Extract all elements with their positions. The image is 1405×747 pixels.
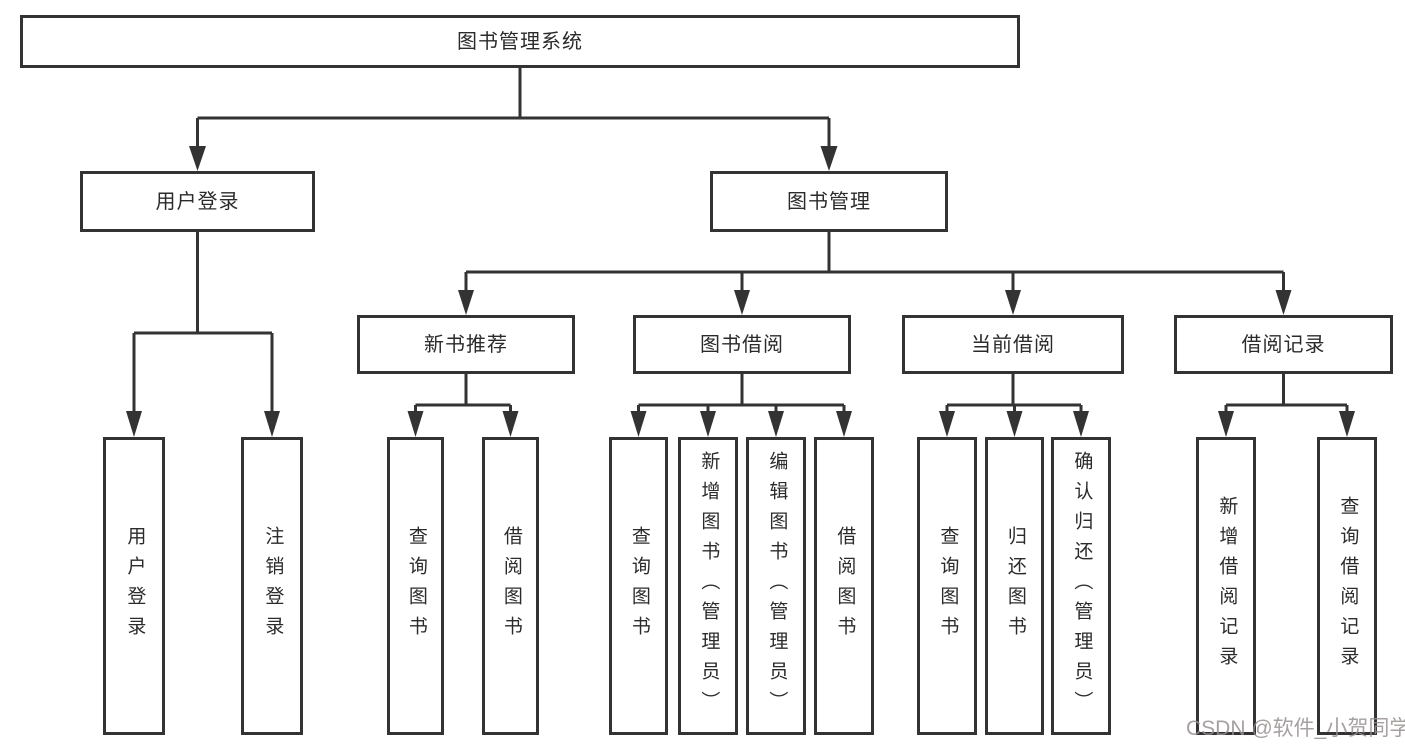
leaf-add-borrow-record: 新增借阅记录 (1196, 437, 1256, 735)
node-label: 图书借阅 (700, 333, 784, 356)
leaf-query-books-recommend: 查询图书 (387, 437, 444, 735)
node-label: 新增借阅记录 (1216, 496, 1238, 676)
node-label: 用户登录 (124, 526, 146, 646)
node-label: 归还图书 (1004, 526, 1026, 646)
node-label: 注销登录 (262, 526, 284, 646)
node-book-management: 图书管理 (710, 171, 948, 232)
node-borrowing-records: 借阅记录 (1174, 315, 1393, 374)
node-label: 图书管理系统 (457, 30, 583, 53)
node-label: 编辑图书（管理员） (766, 451, 788, 721)
node-label: 新书推荐 (424, 333, 508, 356)
node-label: 查询图书 (937, 526, 959, 646)
leaf-confirm-return-admin: 确认归还（管理员） (1051, 437, 1111, 735)
node-label: 查询借阅记录 (1337, 496, 1359, 676)
node-label: 借阅图书 (500, 526, 522, 646)
leaf-borrow-books-recommend: 借阅图书 (482, 437, 539, 735)
node-book-borrowing: 图书借阅 (633, 315, 851, 374)
node-label: 借阅图书 (834, 526, 856, 646)
leaf-add-book-admin: 新增图书（管理员） (678, 437, 738, 735)
node-label: 新增图书（管理员） (698, 451, 720, 721)
node-label: 当前借阅 (971, 333, 1055, 356)
csdn-watermark: CSDN @软件_小贺同学 (1186, 717, 1405, 740)
leaf-query-books-borrow: 查询图书 (609, 437, 668, 735)
node-label: 借阅记录 (1241, 333, 1326, 356)
leaf-user-login: 用户登录 (103, 437, 165, 735)
node-label: 查询图书 (405, 526, 427, 646)
leaf-logout: 注销登录 (241, 437, 303, 735)
node-label: 确认归还（管理员） (1071, 451, 1093, 721)
leaf-return-books: 归还图书 (985, 437, 1044, 735)
node-label: 图书管理 (787, 190, 871, 213)
leaf-query-books-current: 查询图书 (917, 437, 977, 735)
node-user-login: 用户登录 (80, 171, 315, 232)
node-label: 用户登录 (155, 190, 240, 213)
node-new-book-recommendation: 新书推荐 (357, 315, 575, 374)
node-label: 查询图书 (628, 526, 650, 646)
node-current-borrowing: 当前借阅 (902, 315, 1124, 374)
leaf-edit-book-admin: 编辑图书（管理员） (746, 437, 806, 735)
node-library-management-system: 图书管理系统 (20, 15, 1020, 68)
leaf-query-borrow-record: 查询借阅记录 (1317, 437, 1377, 735)
leaf-borrow-books: 借阅图书 (814, 437, 874, 735)
